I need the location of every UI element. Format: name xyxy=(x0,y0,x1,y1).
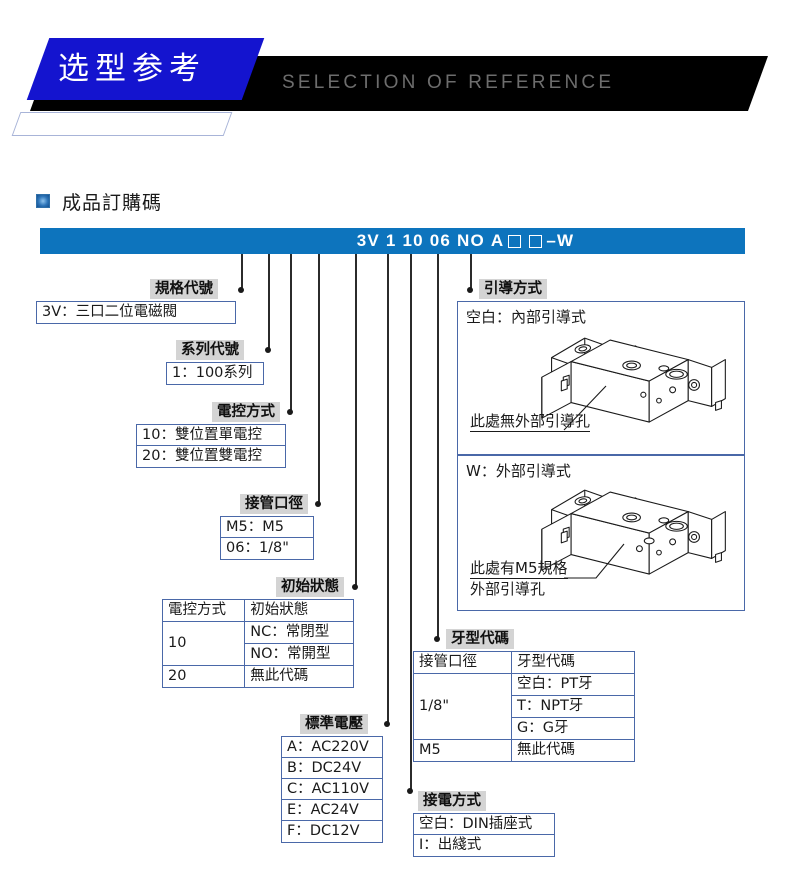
series-code-row: 1：100系列 xyxy=(172,365,253,381)
initial-state-nc: NC：常閉型 xyxy=(244,621,354,644)
table-row: 20 無此代碼 xyxy=(161,665,354,688)
table-row: M5 無此代碼 xyxy=(413,739,635,762)
label-voltage: 標準電壓 xyxy=(300,714,368,734)
table-initial-state: 電控方式 初始狀態 10 NC：常閉型 NO：常開型 20 無此代碼 xyxy=(161,599,354,688)
leader-line-wiring xyxy=(410,254,412,791)
banner-title-english: SELECTION OF REFERENCE xyxy=(282,72,615,93)
leader-line-spec xyxy=(241,254,243,290)
pilot-panel-external: W：外部引導式 xyxy=(457,455,745,611)
initial-header-state: 初始狀態 xyxy=(244,599,354,622)
box-control-mode: 10：雙位置單電控 20：雙位置雙電控 xyxy=(136,424,286,468)
initial-state-no: NO：常開型 xyxy=(244,643,354,666)
table-thread-code: 接管口徑 牙型代碼 1/8" 空白：PT牙 T：NPT牙 G：G牙 M5 無此代… xyxy=(413,651,635,762)
box-spec-code: 3V：三口二位電磁閥 xyxy=(36,301,236,324)
voltage-row-f: F：DC12V xyxy=(287,823,360,839)
code-seg-3v: 3V xyxy=(356,231,380,250)
thread-port-18: 1/8" xyxy=(413,673,512,740)
initial-state-none: 無此代碼 xyxy=(244,665,354,688)
box-voltage: A：AC220V B：DC24V C：AC110V E：AC24V F：DC12… xyxy=(281,736,383,843)
wiring-row-i: I：出綫式 xyxy=(419,837,482,853)
leader-line-voltage xyxy=(387,254,389,724)
blue-square-icon xyxy=(36,194,50,208)
leader-dot-port xyxy=(315,501,321,507)
label-control-mode: 電控方式 xyxy=(212,402,280,422)
thread-code-npt: T：NPT牙 xyxy=(511,695,635,718)
box-series-code: 1：100系列 xyxy=(166,362,264,385)
thread-code-pt: 空白：PT牙 xyxy=(511,673,635,696)
solenoid-valve-illustration xyxy=(541,337,726,423)
initial-mode-10: 10 xyxy=(161,621,246,666)
voltage-row-e: E：AC24V xyxy=(282,800,382,821)
leader-line-series xyxy=(268,254,270,350)
thread-code-g: G：G牙 xyxy=(511,717,635,740)
thread-port-m5: M5 xyxy=(413,739,512,762)
initial-mode-20: 20 xyxy=(161,665,246,688)
box-wiring: 空白：DIN插座式 I：出綫式 xyxy=(413,813,555,857)
label-wiring: 接電方式 xyxy=(418,791,486,811)
leader-dot-thread xyxy=(434,636,440,642)
thread-header-code: 牙型代碼 xyxy=(511,651,635,674)
solenoid-valve-illustration xyxy=(541,489,726,575)
label-pilot-method: 引導方式 xyxy=(479,279,547,299)
table-row: 電控方式 初始狀態 xyxy=(161,599,354,622)
voltage-row-a: A：AC220V xyxy=(282,737,382,758)
leader-dot-control xyxy=(287,409,293,415)
label-initial-state: 初始狀態 xyxy=(276,577,344,597)
pilot-internal-pointer xyxy=(563,385,607,431)
leader-line-thread xyxy=(437,254,439,639)
pilot-external-pointer xyxy=(564,543,625,579)
voltage-row-b: B：DC24V xyxy=(282,758,382,779)
leader-dot-wiring xyxy=(407,788,413,794)
control-mode-row-20: 20：雙位置雙電控 xyxy=(142,448,262,464)
table-row: 接管口徑 牙型代碼 xyxy=(413,651,635,674)
leader-line-initial xyxy=(355,254,357,587)
leader-dot-spec xyxy=(238,287,244,293)
code-seg-voltage: A xyxy=(490,231,505,250)
pilot-external-note-line1: 此處有M5規格 xyxy=(470,559,568,579)
leader-line-port xyxy=(318,254,320,504)
code-seg-control: 10 xyxy=(402,231,424,250)
table-row: 1/8" 空白：PT牙 xyxy=(413,673,635,740)
order-code-text: 3V 1 10 06 NO A –W xyxy=(40,228,745,254)
leader-dot-series xyxy=(265,347,271,353)
thread-code-none: 無此代碼 xyxy=(511,739,635,762)
label-port-size: 接管口徑 xyxy=(240,494,308,514)
control-mode-row-10: 10：雙位置單電控 xyxy=(137,425,285,446)
initial-header-mode: 電控方式 xyxy=(161,599,246,622)
port-size-row-06: 06：1/8" xyxy=(226,540,289,556)
label-thread-code: 牙型代碼 xyxy=(446,629,514,649)
spec-code-row: 3V：三口二位電磁閥 xyxy=(42,304,178,320)
section-title-text: 成品訂購碼 xyxy=(62,191,163,214)
pilot-internal-label: 空白：內部引導式 xyxy=(466,308,587,326)
box-port-size: M5：M5 06：1/8" xyxy=(220,516,314,560)
pilot-internal-note: 此處無外部引導孔 xyxy=(470,412,591,432)
code-box-wiring xyxy=(529,234,543,248)
leader-dot-initial xyxy=(352,584,358,590)
code-box-thread xyxy=(508,234,522,248)
pilot-external-note-line2: 外部引導孔 xyxy=(470,580,546,598)
port-size-row-m5: M5：M5 xyxy=(221,517,313,538)
section-heading: 成品訂購碼 xyxy=(36,188,162,214)
code-seg-series: 1 xyxy=(385,231,397,250)
table-row: NO：常開型 xyxy=(163,643,354,666)
banner-outline-stripe xyxy=(11,112,233,136)
banner-title-chinese: 选型参考 xyxy=(58,51,206,87)
code-seg-state: NO xyxy=(457,231,485,250)
table-row: 10 NC：常閉型 xyxy=(161,621,354,666)
code-seg-port: 06 xyxy=(429,231,452,250)
code-seg-suffix: –W xyxy=(546,231,575,250)
pilot-panel-internal: 空白：內部引導式 xyxy=(457,301,745,455)
label-spec-code: 規格代號 xyxy=(150,279,218,299)
voltage-row-c: C：AC110V xyxy=(282,779,382,800)
thread-header-port: 接管口徑 xyxy=(413,651,512,674)
pilot-external-label: W：外部引導式 xyxy=(466,462,571,480)
leader-line-control xyxy=(290,254,292,412)
leader-dot-pilot xyxy=(467,287,473,293)
wiring-row-blank: 空白：DIN插座式 xyxy=(414,814,554,835)
leader-line-pilot xyxy=(470,254,472,290)
page-banner: 选型参考 SELECTION OF REFERENCE xyxy=(0,28,790,138)
order-code-bar: 3V 1 10 06 NO A –W xyxy=(40,228,745,254)
label-series-code: 系列代號 xyxy=(176,340,244,360)
leader-dot-voltage xyxy=(384,721,390,727)
